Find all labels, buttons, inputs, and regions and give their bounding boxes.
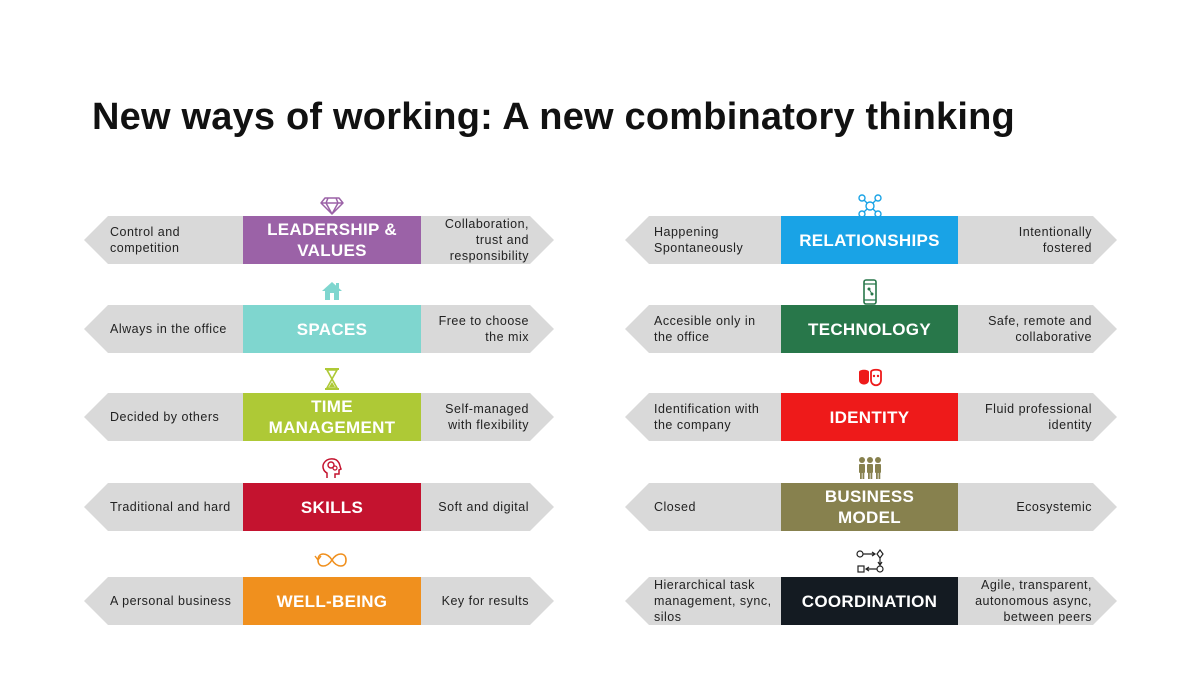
from-state-text: A personal business — [110, 594, 232, 608]
diagram-row: Closed BUSINESS MODEL Ecosystemic — [625, 483, 1117, 531]
to-state-text: Fluid professional identity — [985, 402, 1092, 432]
from-state-text: Happening Spontaneously — [654, 225, 744, 255]
to-state-text: Intentionally fostered — [1018, 225, 1092, 255]
dimension-label: WELL-BEING — [243, 577, 421, 625]
head-gears-icon — [312, 455, 352, 481]
diagram-row: Hierarchical task management, sync, silo… — [625, 577, 1117, 625]
diagram-row: Accesible only in the office TECHNOLOGY Sa… — [625, 305, 1117, 353]
to-state-text: Collaboration, trust and responsibility — [444, 217, 529, 263]
from-state-text: Traditional and hard — [110, 500, 231, 514]
to-state-text: Free to choose the mix — [438, 314, 529, 344]
dimension-label: TECHNOLOGY — [781, 305, 958, 353]
to-state-text: Safe, remote and collaborative — [988, 314, 1092, 344]
diagram-row: A personal business WELL-BEING Key for res… — [84, 577, 554, 625]
people-icon — [850, 455, 890, 481]
to-state-text: Key for results — [441, 594, 529, 608]
to-state-text: Soft and digital — [438, 500, 529, 514]
from-state-text: Decided by others — [110, 410, 220, 424]
diagram-row: Identification with the company IDENTITY F… — [625, 393, 1117, 441]
network-icon — [850, 192, 890, 218]
diagram-row: Control and competition LEADERSHIP & VALU… — [84, 216, 554, 264]
dimension-label: IDENTITY — [781, 393, 958, 441]
house-icon — [312, 278, 352, 304]
smartphone-icon — [850, 278, 890, 305]
to-state-text: Agile, transparent, autonomous async, be… — [975, 578, 1092, 624]
hourglass-icon — [312, 366, 352, 392]
dimension-label: SPACES — [243, 305, 421, 353]
diagram-row: Traditional and hard SKILLS Soft and digit… — [84, 483, 554, 531]
diamond-icon — [312, 192, 352, 218]
page-title: New ways of working: A new combinatory t… — [92, 96, 1015, 138]
diagram-row: Decided by others TIME MANAGEMENT Self-man… — [84, 393, 554, 441]
diagram-row: Always in the office SPACES Free to choose… — [84, 305, 554, 353]
dimension-label: COORDINATION — [781, 577, 958, 625]
from-state-text: Control and competition — [110, 225, 181, 255]
to-state-text: Self-managed with flexibility — [445, 402, 529, 432]
to-state-text: Ecosystemic — [1016, 500, 1092, 514]
dimension-label: SKILLS — [243, 483, 421, 531]
from-state-text: Hierarchical task management, sync, silo… — [654, 578, 772, 624]
from-state-text: Identification with the company — [654, 402, 760, 432]
from-state-text: Accesible only in the office — [654, 314, 756, 344]
dimension-label: TIME MANAGEMENT — [243, 393, 421, 441]
infinity-icon — [312, 547, 352, 573]
dimension-label: RELATIONSHIPS — [781, 216, 958, 264]
masks-icon — [850, 366, 890, 392]
diagram-row: Happening Spontaneously RELATIONSHIPS Inte… — [625, 216, 1117, 264]
from-state-text: Always in the office — [110, 322, 227, 336]
workflow-icon — [850, 547, 890, 573]
from-state-text: Closed — [654, 500, 696, 514]
dimension-label: LEADERSHIP & VALUES — [243, 216, 421, 264]
dimension-label: BUSINESS MODEL — [781, 483, 958, 531]
